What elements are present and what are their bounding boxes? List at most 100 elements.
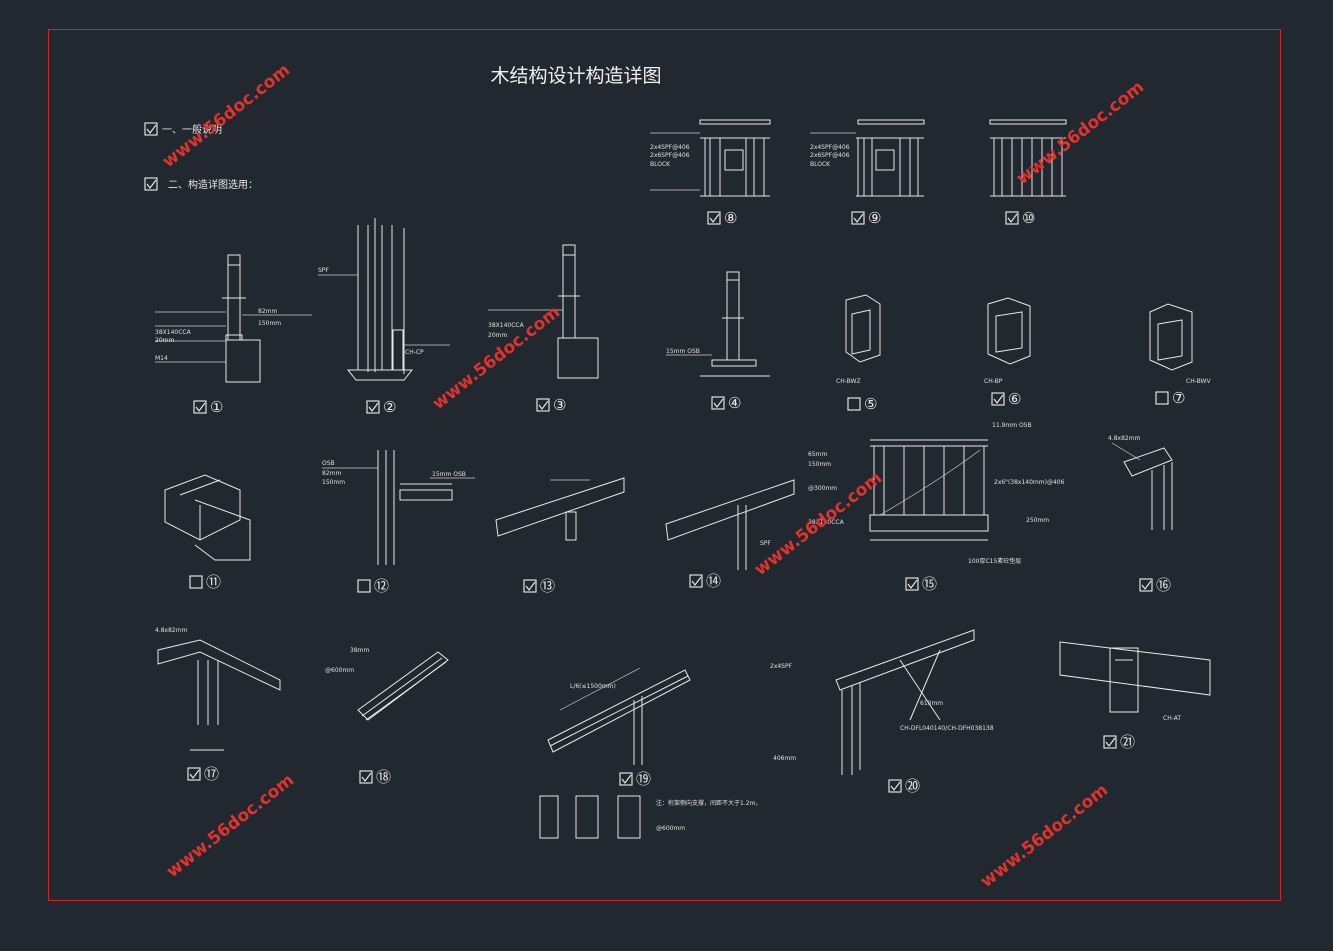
check-mark-icon <box>691 576 702 586</box>
check-mark-icon <box>993 394 1004 404</box>
svg-text:L/6(≤1500mm): L/6(≤1500mm) <box>570 683 616 690</box>
detail-checkbox-10[interactable]: ⑦ <box>1155 389 1185 407</box>
detail-16-drawing: 4.8x82mm <box>1108 435 1173 530</box>
detail-number: ⑰ <box>204 765 219 783</box>
detail-checkbox-9[interactable]: ⑥ <box>991 390 1021 408</box>
detail-number: ① <box>210 398 223 416</box>
svg-text:@600mm: @600mm <box>656 825 685 832</box>
svg-text:SPF: SPF <box>760 540 771 547</box>
note-general[interactable]: 一、一般说明 <box>144 122 222 136</box>
detail-number: ⑥ <box>1008 390 1021 408</box>
detail-checkbox-19[interactable]: ⑲ <box>619 770 651 788</box>
detail-13-drawing <box>495 477 625 541</box>
svg-text:38X140CCA: 38X140CCA <box>808 519 845 526</box>
detail-19-drawing: L/6(≤1500mm) 注：桁架侧向支撑，间距不大于1.2m， @600mm <box>539 667 761 839</box>
svg-text:@600mm: @600mm <box>325 667 354 674</box>
detail-12-drawing: OSB 82mm 150mm 15mm OSB <box>322 450 475 565</box>
detail-checkbox-15[interactable]: ⑮ <box>905 575 937 593</box>
svg-text:CH-BWZ: CH-BWZ <box>836 378 861 385</box>
svg-text:20mm: 20mm <box>488 332 507 339</box>
detail-number: ⑪ <box>206 573 221 591</box>
detail-number: ⑲ <box>636 770 651 788</box>
svg-text:2x6SPF@406: 2x6SPF@406 <box>650 152 690 159</box>
watermark-1: www.56doc.com <box>159 60 294 172</box>
detail-checkbox-17[interactable]: ⑰ <box>187 765 219 783</box>
detail-14-drawing: SPF <box>665 479 795 570</box>
detail-8-drawing: 2x4SPF@406 2x6SPF@406 BLOCK <box>650 119 771 197</box>
svg-text:2x4SPF@406: 2x4SPF@406 <box>650 144 690 151</box>
detail-number: ④ <box>728 394 741 412</box>
svg-text:一、一般说明: 一、一般说明 <box>162 123 222 136</box>
detail-21-drawing: CH-AT <box>1059 641 1211 722</box>
check-mark-icon <box>709 213 720 223</box>
detail-checkbox-8[interactable]: ⑤ <box>847 395 877 413</box>
svg-text:20mm: 20mm <box>155 337 174 344</box>
check-mark-icon <box>853 213 864 223</box>
detail-number: ⑱ <box>376 768 391 786</box>
svg-text:@300mm: @300mm <box>808 485 837 492</box>
detail-checkbox-16[interactable]: ⑯ <box>1139 576 1171 594</box>
detail-checkbox-13[interactable]: ⑬ <box>523 577 555 595</box>
svg-text:250mm: 250mm <box>1026 517 1049 524</box>
detail-number: ② <box>383 398 396 416</box>
svg-text:CH-BWV: CH-BWV <box>1186 378 1211 385</box>
detail-18-drawing: 38mm @600mm <box>325 647 449 721</box>
detail-number: ⑫ <box>374 577 389 595</box>
detail-checkbox-3[interactable]: ⑩ <box>1005 209 1035 227</box>
check-mark-icon <box>713 398 724 408</box>
detail-6-drawing: CH-BP <box>984 297 1031 385</box>
check-mark-icon <box>368 402 379 412</box>
detail-3-drawing: 38X140CCA 20mm <box>488 244 599 379</box>
detail-checkbox-12[interactable]: ⑫ <box>357 577 389 595</box>
check-mark-icon <box>189 769 200 779</box>
note-details[interactable]: 二、构造详图选用： <box>144 177 258 191</box>
svg-text:610mm: 610mm <box>920 700 943 707</box>
detail-checkbox-2[interactable]: ⑨ <box>851 209 881 227</box>
svg-text:BLOCK: BLOCK <box>810 161 831 168</box>
detail-checkbox-18[interactable]: ⑱ <box>359 768 391 786</box>
svg-text:OSB: OSB <box>322 460 335 467</box>
detail-number: ⑨ <box>868 209 881 227</box>
detail-checkbox-4[interactable]: ① <box>193 398 223 416</box>
svg-text:CH-BP: CH-BP <box>984 378 1003 385</box>
detail-checkbox-20[interactable]: ⑳ <box>888 777 920 795</box>
check-mark-icon <box>1007 213 1018 223</box>
watermark-5: www.56doc.com <box>163 770 298 882</box>
detail-checkbox-1[interactable]: ⑧ <box>707 209 737 227</box>
detail-number: ⑯ <box>1156 576 1171 594</box>
svg-text:15mm OSB: 15mm OSB <box>432 471 466 478</box>
svg-text:15mm OSB: 15mm OSB <box>666 348 700 355</box>
svg-text:4.8x82mm: 4.8x82mm <box>1108 435 1141 442</box>
svg-text:CH-CP: CH-CP <box>405 349 424 356</box>
detail-number: ⑳ <box>905 777 920 795</box>
svg-text:82mm: 82mm <box>322 470 341 477</box>
drawing-frame <box>48 29 1281 901</box>
detail-number: ⑩ <box>1022 209 1035 227</box>
detail-checkbox-5[interactable]: ② <box>366 398 396 416</box>
watermark-6: www.56doc.com <box>977 780 1112 892</box>
detail-9-drawing: 2x4SPF@406 2x6SPF@406 BLOCK <box>810 119 925 197</box>
svg-text:150mm: 150mm <box>322 479 345 486</box>
check-mark-icon <box>195 402 206 412</box>
watermark-3: www.56doc.com <box>429 302 564 414</box>
check-mark-icon <box>525 581 536 591</box>
detail-checkbox-7[interactable]: ④ <box>711 394 741 412</box>
svg-text:CH-DFL040140/CH-DFH038138: CH-DFL040140/CH-DFH038138 <box>900 725 994 732</box>
detail-checkbox-14[interactable]: ⑭ <box>689 572 721 590</box>
svg-text:2x6"(38x140mm)@406: 2x6"(38x140mm)@406 <box>994 479 1065 486</box>
detail-15-drawing: 11.9mm OSB 2x6"(38x140mm)@406 65mm 150mm… <box>808 422 1065 565</box>
svg-text:11.9mm OSB: 11.9mm OSB <box>992 422 1032 429</box>
detail-checkbox-21[interactable]: ㉑ <box>1103 733 1135 751</box>
detail-5-drawing: CH-BWZ <box>836 294 881 385</box>
svg-text:2x6SPF@406: 2x6SPF@406 <box>810 152 850 159</box>
svg-text:38X140CCA: 38X140CCA <box>488 322 525 329</box>
detail-checkbox-11[interactable]: ⑪ <box>189 573 221 591</box>
detail-number: ⑬ <box>540 577 555 595</box>
detail-checkbox-6[interactable]: ③ <box>536 396 566 414</box>
svg-text:2x4SPF: 2x4SPF <box>770 663 793 670</box>
detail-4-drawing: 15mm OSB <box>666 271 770 377</box>
svg-text:4.8x82mm: 4.8x82mm <box>155 627 188 634</box>
detail-number: ⑮ <box>922 575 937 593</box>
detail-number: ⑦ <box>1172 389 1185 407</box>
